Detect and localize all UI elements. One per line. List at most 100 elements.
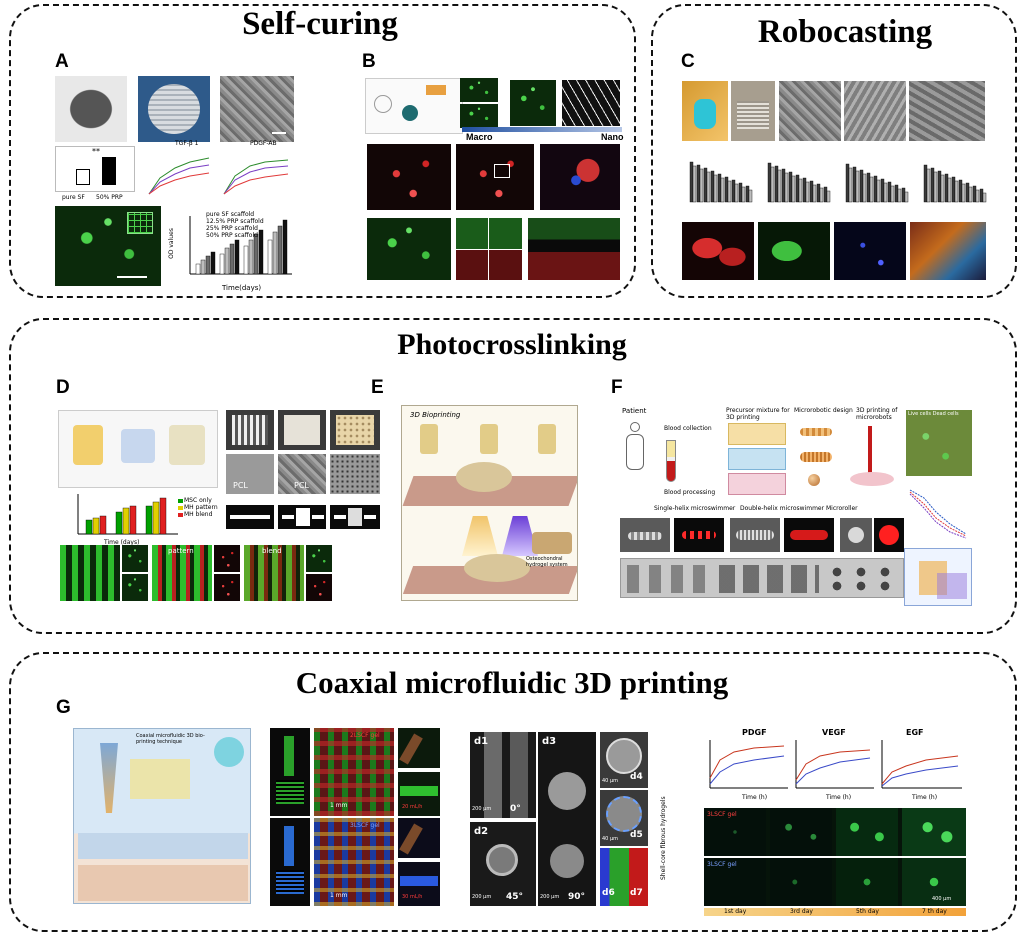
rc-bar <box>692 165 697 203</box>
day-axis-bar <box>704 908 966 916</box>
rc-bar <box>774 165 779 203</box>
rc-bar <box>689 161 694 203</box>
rc-bar <box>748 189 753 203</box>
double-helix-sem <box>730 518 780 552</box>
pcl-sem-2 <box>278 454 326 494</box>
rc-bar <box>802 177 807 203</box>
self-curing-title: Self-curing <box>242 6 398 42</box>
bar-label-prp: 50% PRP <box>96 194 123 201</box>
single-helix-sem <box>620 518 670 552</box>
cross-section-d6-d7: d6 d7 <box>600 848 648 906</box>
microroller-red <box>874 518 904 552</box>
fiber-blue-1 <box>398 818 440 858</box>
scale-1mm-b: 1 mm <box>330 892 348 899</box>
od-bar <box>272 231 278 275</box>
bw-stripe-2 <box>278 505 326 529</box>
scale-200-c: 200 μm <box>540 894 560 900</box>
flow-30: 30 mL/h <box>402 894 423 900</box>
od-bar <box>258 229 264 275</box>
rc-bar <box>770 166 775 203</box>
rc-bar <box>710 170 715 203</box>
rc-bar <box>965 182 970 203</box>
platelet-lysate-schematic <box>365 78 463 134</box>
rc-bar <box>720 177 725 203</box>
green-fluorescence-scaffold <box>55 206 161 286</box>
pdgf-label: PDGF-AB <box>250 140 277 147</box>
rc-bar <box>869 176 874 203</box>
coaxial-printer-1 <box>270 728 310 816</box>
d4-label: d4 <box>630 772 643 782</box>
rc-bar <box>734 183 739 203</box>
rc-bar <box>894 184 899 203</box>
pcl-label-2: PCL <box>294 481 309 490</box>
cross-section-d5: d5 40 μm <box>600 790 648 846</box>
rc-bar <box>930 167 935 203</box>
fiber-0deg: d1 0° 200 μm <box>470 732 536 818</box>
d3-label: d3 <box>542 736 557 747</box>
compressive-modulus-chart: ** <box>55 146 135 192</box>
single-helix-label: Single-helix microswimmer <box>654 505 736 512</box>
robocast-blue-nuclei <box>834 222 906 280</box>
prolif-bar <box>115 511 123 535</box>
rc-bar <box>958 179 963 203</box>
rc-bar <box>951 176 956 203</box>
rc-bar <box>781 168 786 203</box>
pdgf-release-curve <box>704 738 790 794</box>
od-legend-3: 50% PRP scaffold <box>206 232 258 239</box>
day-images-row-2: 3LSCF gel 400 μm <box>704 858 966 906</box>
vegf-title: VEGF <box>822 728 846 737</box>
patient-label: Patient <box>622 407 647 415</box>
od-bar <box>248 239 254 275</box>
gel-label-3l-c: 3LSCF gel <box>707 861 737 868</box>
precursor-box-1 <box>728 423 786 445</box>
pcl-label-1: PCL <box>233 481 248 490</box>
fiber-green-1 <box>398 728 440 768</box>
rc-bar <box>876 179 881 203</box>
d5-label: d5 <box>630 830 643 840</box>
od-legend-0: pure SF scaffold <box>206 211 255 218</box>
od-ylabel: OD values <box>167 228 175 259</box>
printing-process-schematic <box>58 410 218 488</box>
robocast-sem-3 <box>909 81 985 141</box>
macro-label: Macro <box>466 132 493 142</box>
live-dead-cells <box>906 410 972 476</box>
coaxial-section <box>9 652 1017 932</box>
rc-bar <box>940 174 945 203</box>
fiber-45deg: d2 45° 200 μm <box>470 822 536 906</box>
green-red-grid <box>456 218 522 280</box>
d1-label: d1 <box>474 736 489 747</box>
macro-nano-image-1 <box>460 78 498 102</box>
rc-bar <box>883 182 888 203</box>
helix-icon-single <box>800 428 832 436</box>
rc-bar <box>947 177 952 203</box>
rc-bar <box>791 175 796 203</box>
two-photon-printing <box>846 422 898 492</box>
od-legend-1: 12.5% PRP scaffold <box>206 218 264 225</box>
angle-0: 0° <box>510 804 521 814</box>
bw-stripe-1 <box>226 505 274 529</box>
od-values-chart <box>172 212 294 288</box>
macro-nano-image-4 <box>562 80 620 126</box>
mh-pattern-small-2 <box>214 574 240 601</box>
rc-bar <box>954 180 959 203</box>
blood-collection-label: Blood collection <box>664 425 712 432</box>
coaxial-grid-green-red: 2LSCF gel 1 mm <box>314 728 394 816</box>
rc-bar <box>890 185 895 203</box>
igf-bar-chart <box>916 150 990 210</box>
od-bar <box>205 255 211 275</box>
rc-bar <box>944 173 949 203</box>
precursor-box-2 <box>728 448 786 470</box>
angle-90: 90° <box>568 892 586 902</box>
bw-stripe-3 <box>330 505 380 529</box>
rc-bar <box>805 181 810 203</box>
pdgf-release-chart <box>220 148 292 200</box>
fiber-green-2: 20 mL/h <box>398 772 440 816</box>
msc-only-fluor-small-2 <box>122 574 148 601</box>
rc-bar <box>699 168 704 203</box>
od-bar <box>234 239 240 275</box>
rc-bar <box>866 172 871 203</box>
day-3: 3rd day <box>790 908 813 915</box>
egf-title: EGF <box>906 728 924 737</box>
macro-nano-gradient <box>462 127 622 132</box>
od-bar <box>253 233 259 275</box>
